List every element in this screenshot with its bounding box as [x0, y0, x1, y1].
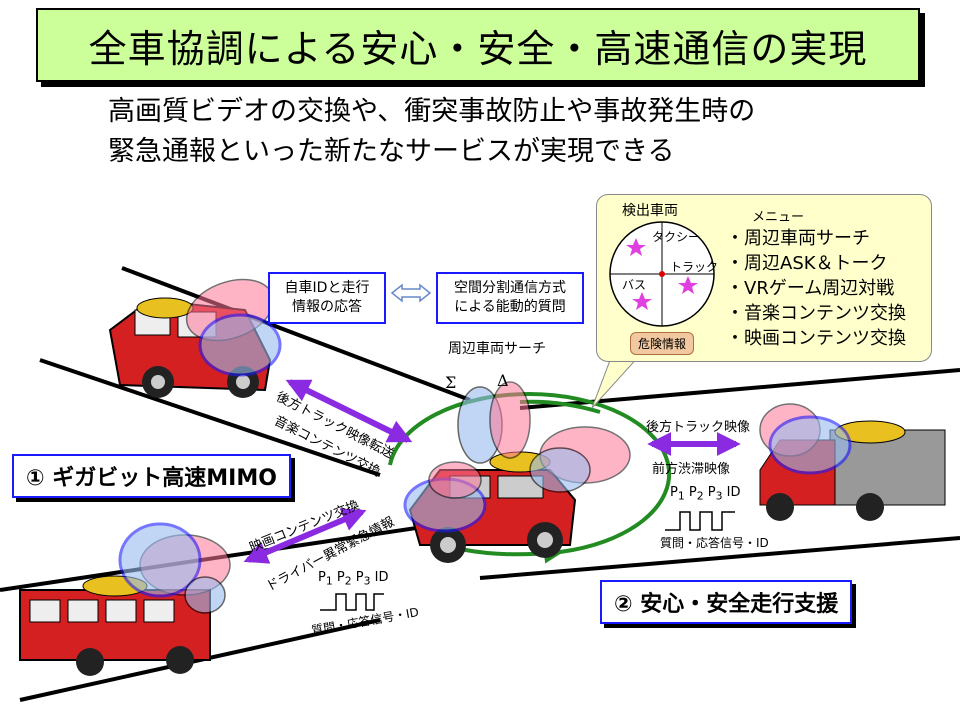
truck-beams [759, 403, 852, 475]
green-circle-arc [388, 391, 672, 554]
radar-label-bus: バス [622, 278, 647, 292]
delta-symbol: Δ [497, 371, 509, 390]
signal-p-labels-right: P1 P2 P3 ID [670, 485, 741, 503]
menu-item-music[interactable]: ・音楽コンテンツ交換 [726, 303, 906, 324]
menu-item-vr-game[interactable]: ・VRゲーム周辺対戦 [726, 278, 895, 299]
signal-wave-right [665, 511, 735, 531]
page-title: 全車協調による安心・安全・高速通信の実現 [88, 26, 868, 71]
suv-beams [403, 381, 631, 533]
sigma-symbol: Σ [445, 373, 457, 392]
bus [19, 575, 211, 676]
subtitle: 高画質ビデオの交換や、衝突事故防止や事故発生時の 緊急通報といった新たなサービス… [108, 96, 756, 167]
label-front-congestion: 前方渋滞映像 [652, 462, 731, 477]
menu-item-search[interactable]: ・周辺車両サーチ [726, 228, 870, 249]
arrow-mini-suv [285, 379, 413, 443]
detect-vehicle-label: 検出車両 [622, 203, 678, 219]
label-rear-track-video: 後方トラック映像 [646, 420, 751, 435]
star-marker-bus [632, 292, 652, 310]
title-box: 全車協調による安心・安全・高速通信の実現 [36, 8, 920, 82]
arrow-bus-suv [243, 508, 367, 564]
menu-item-movie[interactable]: ・映画コンテンツ交換 [726, 328, 906, 349]
star-marker-taxi [626, 238, 646, 256]
spatial-box: 空間分割通信方式 による能動的質問 [436, 272, 584, 324]
radar-label-taxi: タクシー [652, 230, 701, 244]
box-double-arrow [390, 283, 432, 303]
signal-p-labels-left: P1 P2 P3 ID [318, 570, 389, 588]
self-id-box: 自車IDと走行 情報の応答 [268, 272, 386, 324]
road-line-bottom-right [479, 536, 960, 580]
gigabit-mimo-label: ① ギガビット高速MIMO [12, 454, 291, 498]
road-line-mid-left [39, 358, 381, 477]
signal-caption-right: 質問・応答信号・ID [660, 536, 769, 550]
radar-label-truck: トラック [670, 260, 719, 274]
mini-car-beams [185, 278, 282, 377]
menu-item-ask-talk[interactable]: ・周辺ASK＆トーク [726, 253, 888, 274]
star-marker-truck [678, 276, 698, 294]
road-line-top-left [121, 266, 471, 402]
danger-info-badge[interactable]: 危険情報 [630, 332, 695, 355]
road-line-bottom-left [0, 518, 471, 592]
radar-chart [609, 221, 715, 327]
nearby-search-label: 周辺車両サーチ [448, 341, 546, 357]
safe-driving-label: ② 安心・安全走行支援 [600, 580, 853, 624]
bus-beams [118, 522, 231, 614]
signal-wave-left [320, 593, 384, 611]
menu-title: メニュー [752, 210, 805, 225]
